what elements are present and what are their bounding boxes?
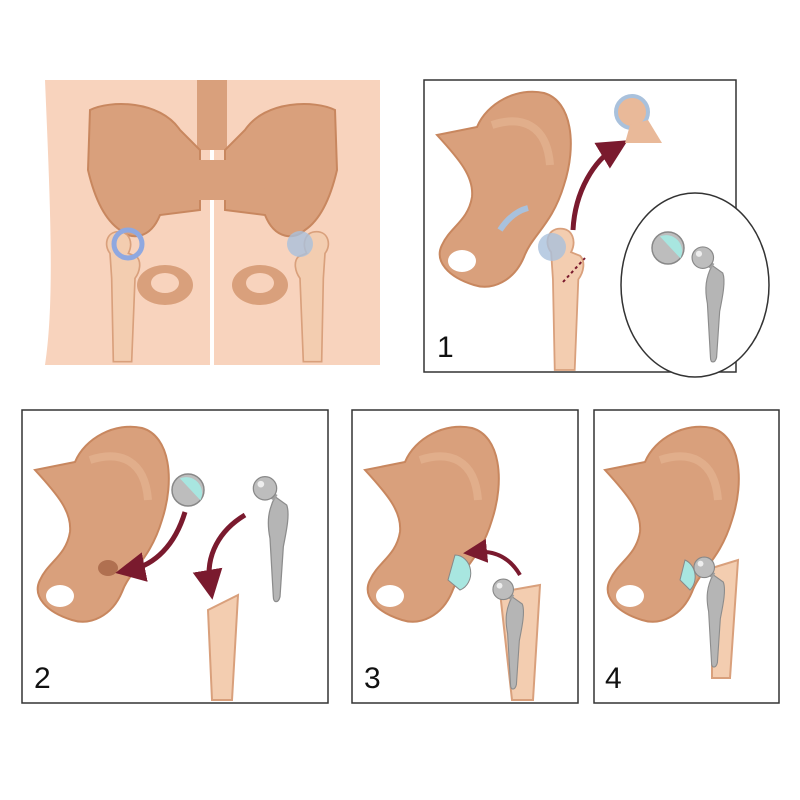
panel-step-2: 2 (21, 409, 329, 704)
removal-arrow (570, 140, 628, 231)
overview-illustration (45, 80, 380, 365)
implanted-cup (679, 559, 696, 591)
prepared-socket (98, 560, 118, 576)
damaged-socket (497, 205, 529, 232)
step-number: 3 (364, 662, 381, 695)
panel-step-4: 4 (593, 409, 780, 704)
insert-cup-arrow (115, 511, 188, 582)
step-number: 4 (605, 662, 622, 695)
spine (197, 80, 227, 150)
pelvis-left (86, 103, 201, 305)
insert-stem-arrow (192, 512, 247, 600)
step-number: 2 (34, 662, 51, 695)
reduction-arrow (463, 538, 522, 577)
sacrum (160, 160, 265, 200)
pelvis-right (224, 103, 339, 305)
removed-femoral-head (614, 94, 662, 143)
arthritic-hip-joint (287, 230, 330, 363)
implant-inset (620, 192, 770, 378)
acetabular-cup-implant (171, 473, 206, 507)
panel-step-3: 3 (351, 409, 579, 704)
acetabular-cup-implant (651, 231, 686, 265)
step-number: 1 (437, 331, 454, 364)
healthy-hip-joint (105, 227, 145, 363)
cut-femur (206, 593, 240, 701)
panel-step-1: 1 (423, 79, 770, 378)
damaged-femoral-head (538, 233, 566, 261)
implanted-cup (447, 554, 472, 591)
